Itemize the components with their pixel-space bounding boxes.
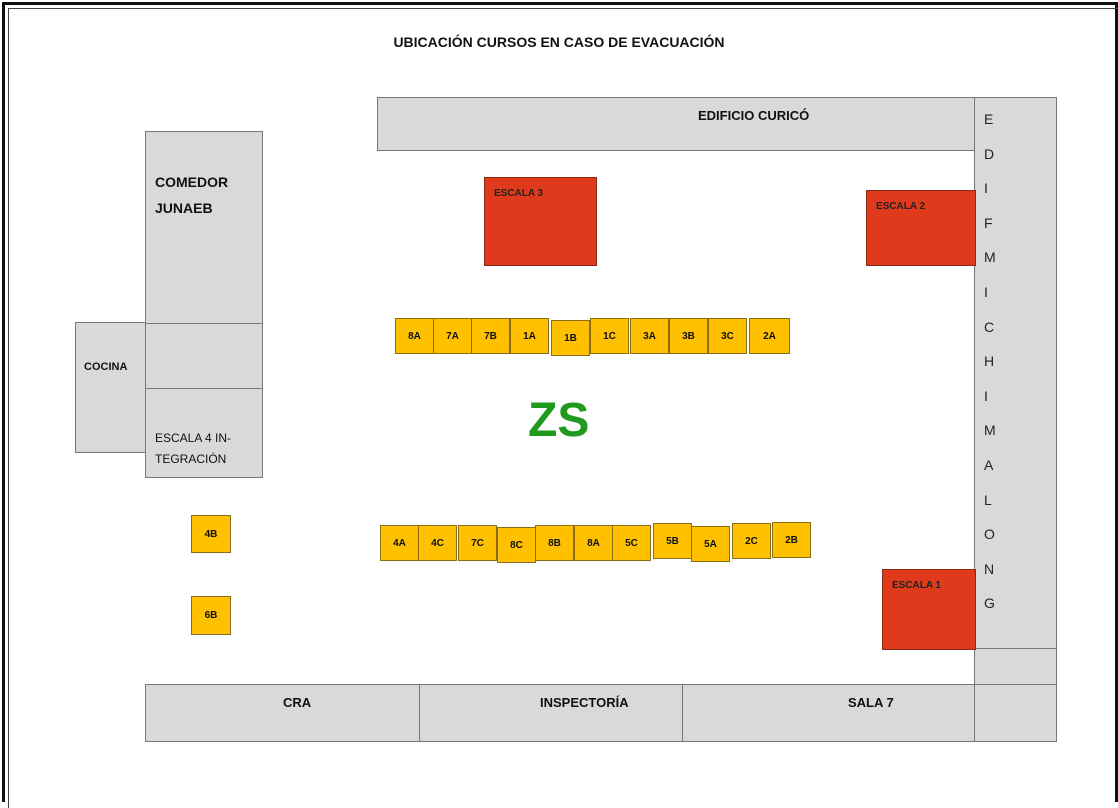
course-box: 1B: [551, 320, 590, 356]
building-corner-bottom: [974, 684, 1057, 742]
building-label: TEGRACIÓN: [155, 452, 227, 466]
course-box: 6B: [191, 596, 231, 635]
course-box: 8C: [497, 527, 536, 563]
building-middle-block: [145, 323, 263, 389]
course-box: 5A: [691, 526, 730, 562]
stair-escala-1: ESCALA 1: [882, 569, 976, 650]
building-letter: I: [984, 387, 988, 404]
stair-escala-2: ESCALA 2: [866, 190, 976, 266]
safe-zone-label: ZS: [528, 394, 590, 447]
building-letter: N: [984, 560, 995, 577]
building-edificio-curico: EDIFICIO CURICÓ: [377, 97, 977, 151]
building-label: SALA 7: [848, 695, 894, 710]
course-box: 4C: [418, 525, 457, 561]
building-letter: C: [984, 318, 995, 335]
building-letter: M: [984, 249, 996, 266]
stair-label: ESCALA 1: [892, 580, 942, 591]
course-box: 7A: [433, 318, 472, 354]
building-escala-4-integracion: ESCALA 4 IN- TEGRACIÓN: [145, 388, 263, 478]
inner-frame: [8, 8, 1118, 808]
building-corner-block: [974, 648, 1057, 685]
diagram-title: UBICACIÓN CURSOS EN CASO DE EVACUACIÓN: [393, 34, 725, 50]
course-box: 2C: [732, 523, 771, 559]
building-letter: E: [984, 111, 994, 127]
course-box: 8A: [395, 318, 434, 354]
course-box: 2B: [772, 522, 811, 558]
building-letter: O: [984, 526, 995, 543]
building-letter: I: [984, 283, 988, 300]
building-letter: G: [984, 595, 995, 612]
course-box: 1A: [510, 318, 549, 354]
course-box: 7B: [471, 318, 510, 354]
stair-label: ESCALA 2: [876, 201, 926, 212]
building-letter: A: [984, 456, 994, 473]
building-label: CRA: [283, 695, 312, 710]
building-edificio-chimalongo: [974, 97, 1057, 649]
course-box: 4A: [380, 525, 419, 561]
building-letter: F: [984, 214, 993, 231]
stair-escala-3: ESCALA 3: [484, 177, 597, 266]
course-box: 7C: [458, 525, 497, 561]
building-inspectoria: INSPECTORÍA: [419, 684, 683, 742]
building-label: JUNAEB: [155, 200, 213, 216]
building-letter: D: [984, 145, 995, 162]
course-box: 5C: [612, 525, 651, 561]
building-label: COCINA: [84, 361, 128, 373]
building-letter: L: [984, 491, 992, 508]
stair-label: ESCALA 3: [494, 188, 544, 199]
course-box: 5B: [653, 523, 692, 559]
course-box: 8B: [535, 525, 574, 561]
course-box: 1C: [590, 318, 629, 354]
course-box: 3B: [669, 318, 708, 354]
building-comedor-junaeb: COMEDOR JUNAEB: [145, 131, 263, 324]
building-letter: I: [984, 180, 988, 197]
course-box: 8A: [574, 525, 613, 561]
building-label: INSPECTORÍA: [540, 695, 629, 710]
building-label: COMEDOR: [155, 174, 229, 190]
building-cra: CRA: [145, 684, 420, 742]
building-label: EDIFICIO CURICÓ: [698, 108, 810, 123]
course-box: 2A: [749, 318, 790, 354]
building-letter: H: [984, 353, 995, 370]
course-box: 4B: [191, 515, 231, 553]
building-sala-7: SALA 7: [682, 684, 975, 742]
building-label: ESCALA 4 IN-: [155, 431, 232, 445]
course-box: 3C: [708, 318, 747, 354]
building-cocina: COCINA: [75, 322, 146, 453]
building-letter: M: [984, 422, 996, 439]
course-box: 3A: [630, 318, 669, 354]
